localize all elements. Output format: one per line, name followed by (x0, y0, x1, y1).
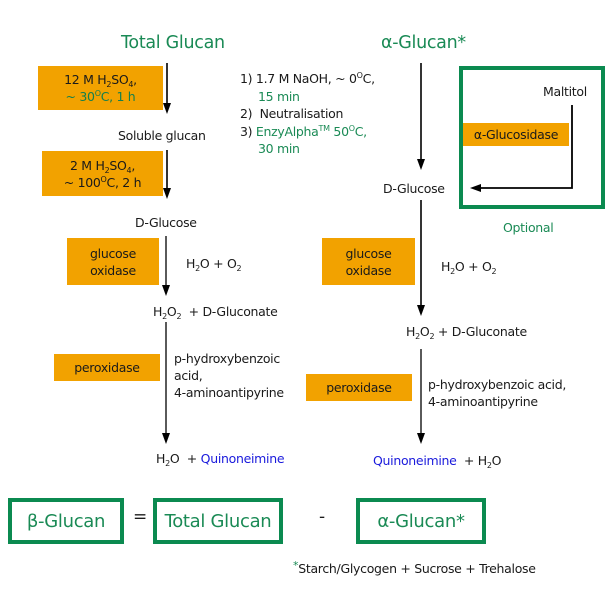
enzyme-line1: glucose (345, 245, 392, 261)
step-1-time: 15 min (258, 88, 300, 104)
equals-sign: = (133, 507, 147, 527)
footnote-text: Starch/Glycogen + Sucrose + Trehalose (298, 561, 536, 576)
optional-label: Optional (503, 220, 554, 235)
reagent-line: p-hydroxybenzoic acid, (428, 377, 567, 392)
quinoneimine-right: Quinoneimine (373, 453, 457, 468)
step1-line1: 12 M H2SO4, (64, 72, 137, 89)
step2-line1: 2 M H2SO4, (69, 157, 136, 175)
soluble-glucan-label: Soluble glucan (118, 128, 206, 143)
step2-line2: ~ 100OC, 2 h (63, 174, 142, 190)
total-glucan-label: Total Glucan (164, 510, 272, 532)
beta-glucan-box: β-Glucan (8, 498, 124, 544)
alpha-glucan-box: α-Glucan* (356, 498, 486, 544)
peroxidase-label: peroxidase (74, 360, 140, 375)
alpha-glucosidase-label: α-Glucosidase (473, 127, 559, 142)
quinoneimine-left: Quinoneimine (200, 451, 285, 466)
step-3: 3) EnzyAlphaTM 50OC, (240, 123, 367, 139)
h2o2-gluconate-left: H2O2 + D-Gluconate (153, 304, 278, 321)
step1-line2: ~ 30OC, 1 h (65, 89, 136, 104)
peroxidase-left: peroxidase (54, 354, 160, 381)
alpha-glucosidase-box: α-Glucosidase (463, 123, 569, 146)
peroxidase-label: peroxidase (326, 380, 392, 395)
glucose-oxidase-left: glucose oxidase (67, 238, 159, 285)
alpha-glucan-title: α-Glucan* (381, 33, 466, 53)
final-products-left: H2O + Quinoneimine (156, 451, 285, 468)
reagent-list-right: p-hydroxybenzoic acid, 4-aminoantipyrine (428, 376, 566, 410)
step-2: 2) Neutralisation (240, 106, 344, 121)
arrow-soluble-to-glucose (163, 150, 171, 199)
arrow-h2o2-to-quinoneimine-left (162, 322, 170, 444)
reagent-h2o-o2-left: H2O + O2 (186, 256, 242, 273)
d-glucose-right: D-Glucose (383, 181, 445, 196)
arrow-glucose-to-h2o2-right (417, 200, 425, 316)
total-glucan-box: Total Glucan (153, 498, 283, 544)
h2o2-gluconate-right: H2O2 + D-Gluconate (406, 324, 527, 341)
enzyme-line1: glucose (90, 245, 136, 261)
reagent-line: acid, (174, 368, 203, 383)
d-glucose-left: D-Glucose (135, 215, 197, 230)
step-1: 1) 1.7 M NaOH, ~ 0OC, (240, 71, 375, 86)
minus-sign: - (319, 507, 325, 527)
alpha-glucan-label: α-Glucan* (377, 510, 465, 532)
total-glucan-title: Total Glucan (121, 33, 225, 53)
arrow-maltitol-to-glucose (470, 105, 573, 192)
optional-box (459, 66, 605, 209)
final-products-right: Quinoneimine + H2O (373, 453, 502, 470)
arrow-total-to-soluble (163, 63, 171, 114)
step2-box: 2 M H2SO4, ~ 100OC, 2 h (42, 151, 163, 196)
reagent-line: 4-aminoantipyrine (174, 385, 284, 400)
alpha-pretreatment-steps: 1) 1.7 M NaOH, ~ 0OC, 15 min 2) Neutrali… (240, 70, 375, 158)
maltitol-label: Maltitol (543, 84, 587, 99)
step1-box: 12 M H2SO4, ~ 30OC, 1 h (38, 66, 163, 110)
reagent-line: 4-aminoantipyrine (428, 394, 538, 409)
reagent-list-left: p-hydroxybenzoic acid, 4-aminoantipyrine (174, 350, 284, 401)
peroxidase-right: peroxidase (306, 374, 412, 401)
glucose-oxidase-right: glucose oxidase (322, 238, 415, 285)
footnote-asterisk: * (293, 559, 299, 572)
reagent-line: p-hydroxybenzoic (174, 351, 280, 366)
arrow-alpha-to-glucose (417, 63, 425, 170)
reagent-h2o-o2-right: H2O + O2 (441, 259, 497, 276)
footnote: *Starch/Glycogen + Sucrose + Trehalose (293, 558, 536, 576)
enzyme-line2: oxidase (90, 262, 136, 278)
step-3-time: 30 min (258, 141, 300, 156)
beta-glucan-label: β-Glucan (26, 510, 106, 532)
arrow-glucose-to-h2o2-left (162, 236, 170, 296)
arrow-h2o2-to-quinoneimine-right (417, 349, 425, 444)
enzyme-line2: oxidase (345, 262, 392, 278)
